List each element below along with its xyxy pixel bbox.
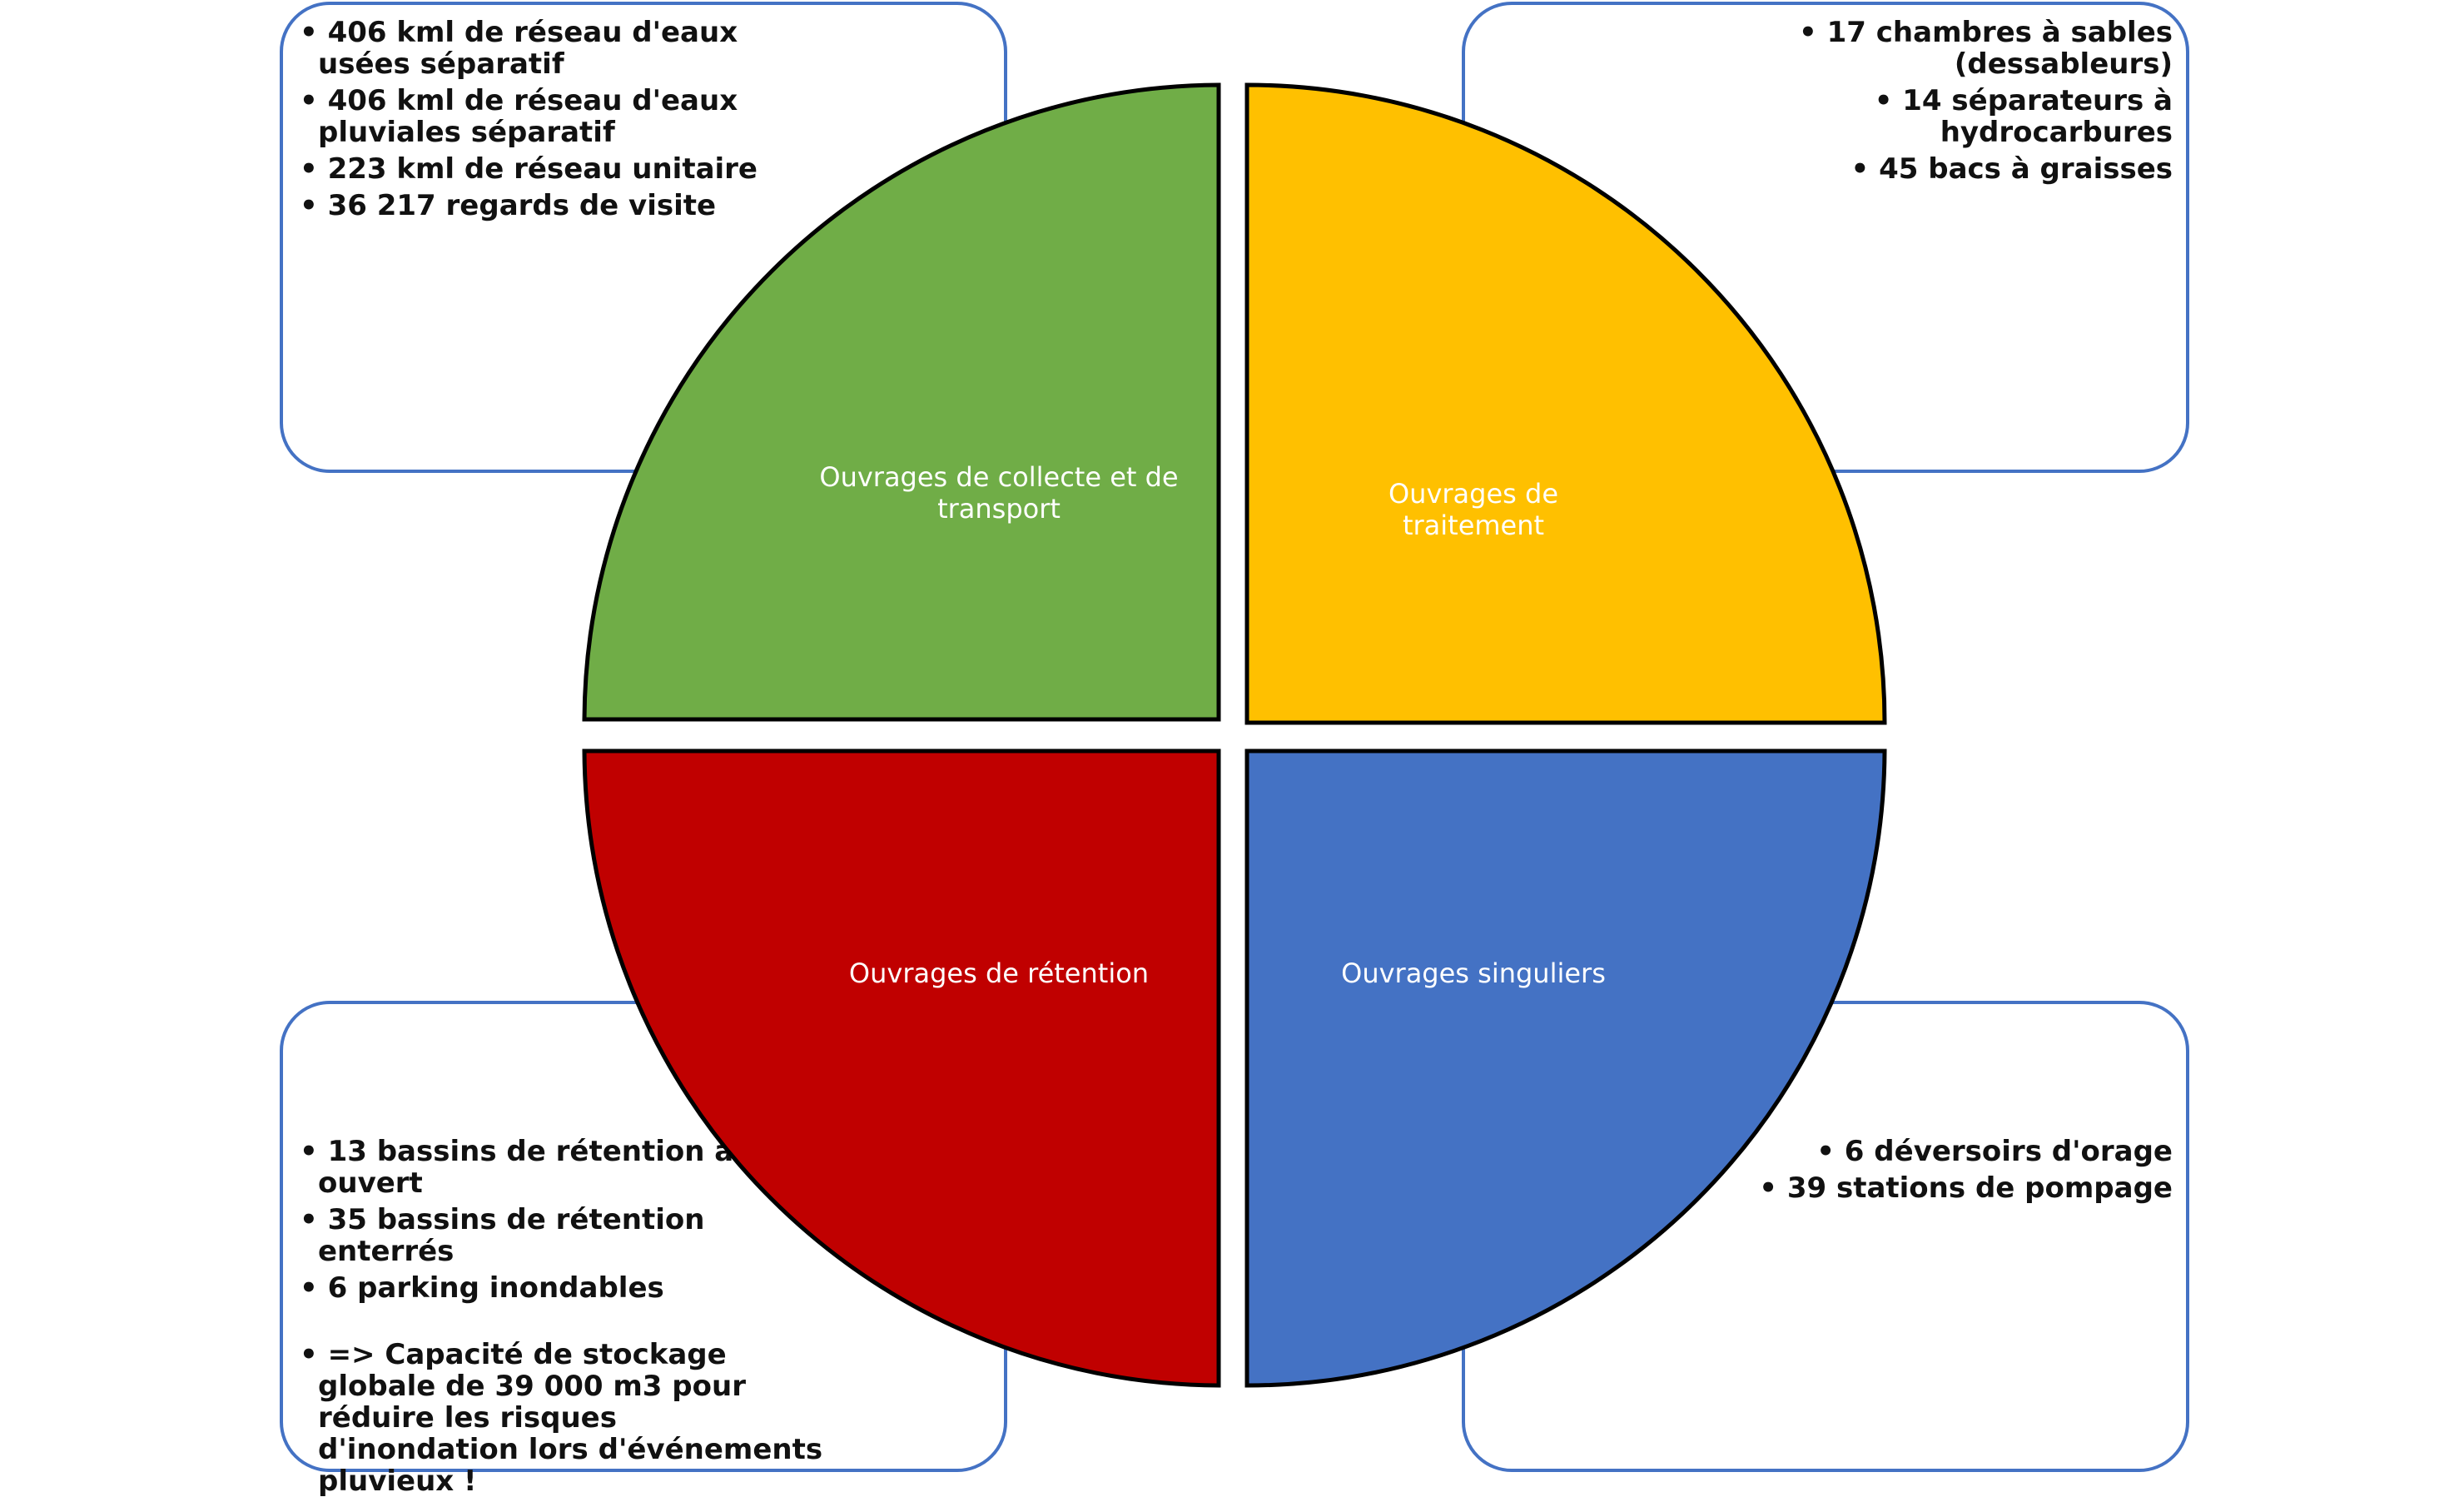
collecte-detail-item: • 406 kml de réseau d'eaux usées séparat… [300,16,738,81]
quadrant-singuliers [1244,749,1887,1388]
retention-details-list: • 13 bassins de rétention à ciel ouvert … [300,1136,824,1502]
singuliers-detail-item: • 6 déversoirs d'orage [1816,1135,2173,1168]
retention-detail-item: • => Capacité de stockage globale de 39 … [300,1338,823,1498]
quadrant-collecte [582,82,1221,722]
retention-label: Ouvrages de rétention [848,957,1150,989]
collecte-label: Ouvrages de collecte et de transport [819,461,1179,525]
traitement-label: Ouvrages de traitement [1388,478,1558,541]
collecte-detail-item: • 36 217 regards de visite [300,189,717,222]
traitement-detail-item: • 14 séparateurs à hydrocarbures [1874,84,2173,149]
collecte-detail-item: • 406 kml de réseau d'eaux pluviales sép… [300,84,738,149]
collecte-details-list: • 406 kml de réseau d'eaux usées séparat… [300,17,832,226]
singuliers-detail-item: • 39 stations de pompage [1759,1171,2173,1205]
traitement-detail-item: • 45 bacs à graisses [1850,152,2173,186]
quadrant-retention [582,749,1221,1388]
retention-detail-item: • 13 bassins de rétention à ciel ouvert [300,1135,799,1200]
quadrant-traitement [1244,82,1887,725]
singuliers-details-list: • 6 déversoirs d'orage • 39 stations de … [1657,1136,2173,1209]
retention-detail-item: • 6 parking inondables [300,1271,664,1305]
singuliers-label: Ouvrages singuliers [1341,957,1606,989]
traitement-details-list: • 17 chambres à sables (dessableurs) • 1… [1657,17,2173,190]
traitement-detail-item: • 17 chambres à sables (dessableurs) [1799,16,2173,81]
retention-detail-item: • 35 bassins de rétention enterrés [300,1203,705,1268]
collecte-detail-item: • 223 kml de réseau unitaire [300,152,758,186]
